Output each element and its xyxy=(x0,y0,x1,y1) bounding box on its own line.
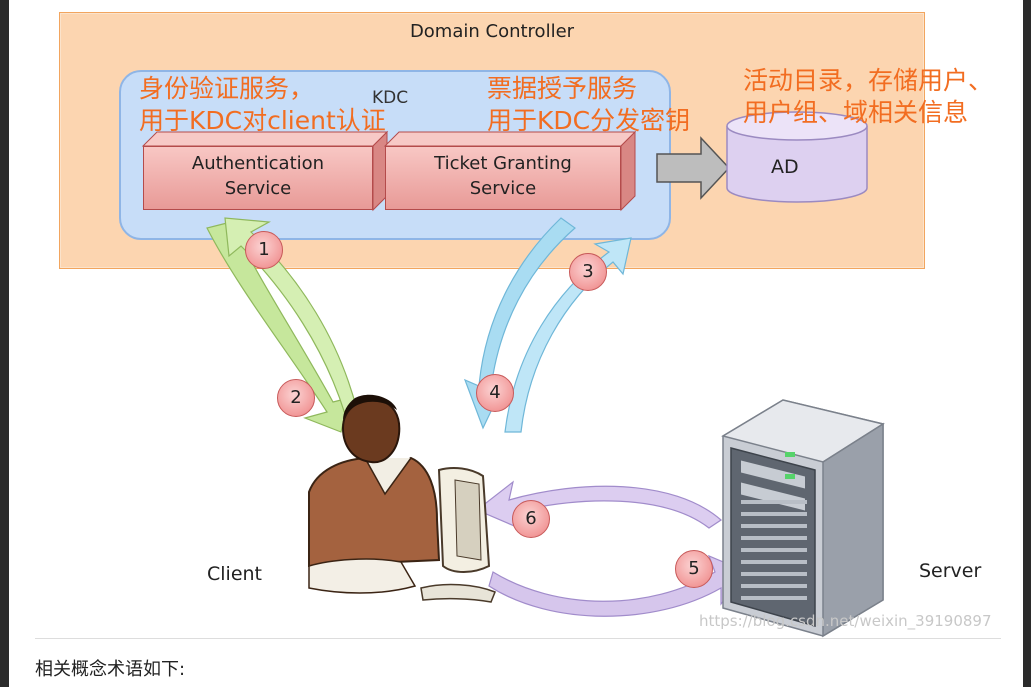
ticket-granting-annotation: 票据授予服务 用于KDC分发密钥 xyxy=(487,73,690,137)
right-arrow-icon xyxy=(656,136,731,200)
watermark: https://blog.csdn.net/weixin_39190897 xyxy=(699,612,992,630)
step-badge-5: 5 xyxy=(675,550,713,588)
footer-text: 相关概念术语如下: xyxy=(35,659,186,680)
ad-annotation: 活动目录，存储用户、 用户组、域相关信息 xyxy=(743,65,993,129)
step-badge-4: 4 xyxy=(476,374,514,412)
ad-annotation-line2: 用户组、域相关信息 xyxy=(743,98,969,127)
authentication-service-box: Authentication Service xyxy=(143,146,373,210)
page: Domain Controller KDC Authentication Ser… xyxy=(9,0,1023,687)
ticket-granting-annotation-line2: 用于KDC分发密钥 xyxy=(487,106,691,135)
person-at-computer-icon xyxy=(308,394,496,603)
client-label: Client xyxy=(207,563,263,585)
arrow-step-3 xyxy=(504,237,632,433)
server-label: Server xyxy=(919,560,982,582)
ad-label: AD xyxy=(771,156,799,178)
ticket-granting-service-line1: Ticket Granting xyxy=(434,153,572,174)
authentication-service-line1: Authentication xyxy=(191,153,325,174)
authentication-annotation: 身份验证服务， 用于KDC对client认证 xyxy=(139,73,386,137)
domain-controller-title: Domain Controller xyxy=(409,21,575,42)
authentication-service-line2: Service xyxy=(224,178,292,199)
authentication-annotation-line2: 用于KDC对client认证 xyxy=(139,106,386,135)
step-badge-6: 6 xyxy=(512,500,550,538)
database-cylinder-icon xyxy=(726,111,868,203)
step-badge-3: 3 xyxy=(569,253,607,291)
ticket-granting-annotation-line1: 票据授予服务 xyxy=(487,74,638,103)
server-tower-icon xyxy=(721,399,885,638)
step-badge-2: 2 xyxy=(277,379,315,417)
ticket-granting-service-line2: Service xyxy=(469,178,537,199)
kdc-label: KDC xyxy=(372,88,409,108)
divider xyxy=(35,638,1001,639)
arrow-step-1 xyxy=(224,217,358,415)
authentication-annotation-line1: 身份验证服务， xyxy=(139,74,315,103)
ticket-granting-service-box: Ticket Granting Service xyxy=(385,146,621,210)
service-box-sides xyxy=(141,130,637,212)
ad-annotation-line1: 活动目录，存储用户、 xyxy=(743,66,994,95)
step-badge-1: 1 xyxy=(245,231,283,269)
